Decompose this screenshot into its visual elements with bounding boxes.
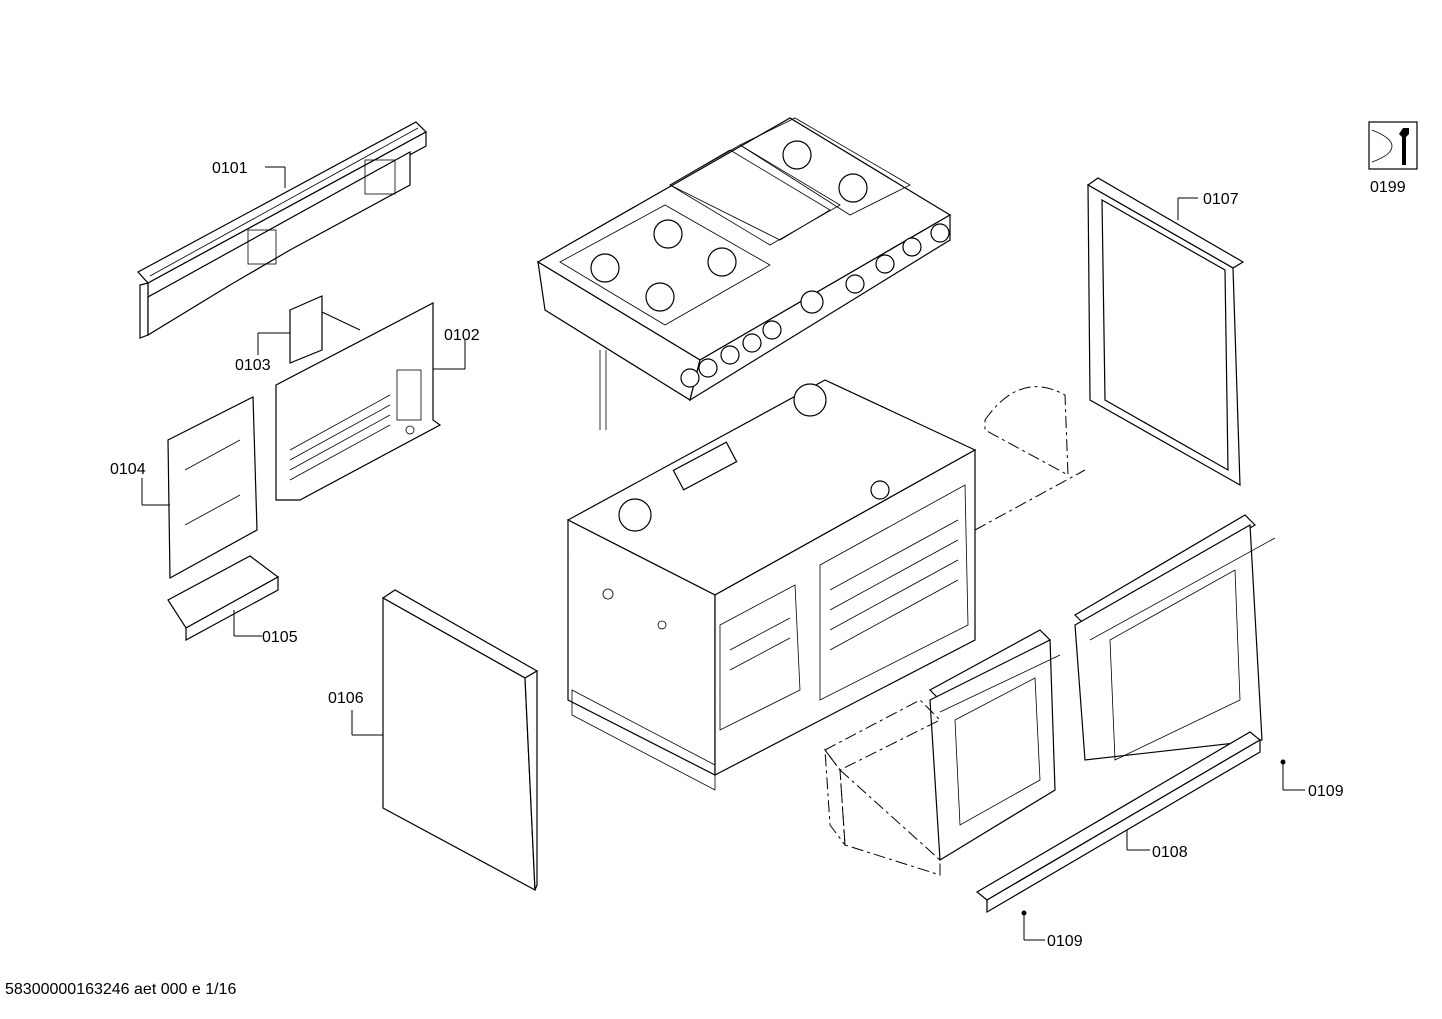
label-0103: 0103: [235, 357, 271, 374]
part-0101-backguard: [137, 121, 427, 339]
large-oven-door: [1074, 514, 1276, 761]
label-0109-bottom: 0109: [1047, 933, 1083, 950]
label-0104: 0104: [110, 461, 146, 478]
label-0109-right: 0109: [1308, 783, 1344, 800]
label-0102: 0102: [444, 327, 480, 344]
label-0101: 0101: [212, 160, 248, 177]
label-0105: 0105: [262, 629, 298, 646]
part-0102-rear-panel: [275, 302, 442, 501]
part-0109-screw-bottom: [1021, 910, 1045, 941]
cooktop-assembly: [536, 117, 952, 430]
part-0107-frame: [1086, 177, 1245, 487]
part-0105-bracket: [167, 555, 280, 642]
small-oven-door: [929, 629, 1061, 862]
document-footer-id: 58300000163246 aet 000 e 1/16: [5, 981, 237, 998]
label-0108: 0108: [1152, 844, 1188, 861]
part-0108-handle: [975, 731, 1262, 914]
oven-body: [566, 379, 977, 791]
service-wrench-icon: [1368, 121, 1418, 170]
label-0106: 0106: [328, 690, 364, 707]
part-0109-screw-right: [1280, 759, 1305, 791]
label-0199: 0199: [1370, 179, 1406, 196]
label-0107: 0107: [1203, 191, 1239, 208]
part-0106-side-panel: [381, 589, 539, 892]
part-0103-plate: [289, 295, 323, 364]
drawer-box: [824, 699, 941, 876]
part-0104-side-panel: [167, 396, 258, 580]
